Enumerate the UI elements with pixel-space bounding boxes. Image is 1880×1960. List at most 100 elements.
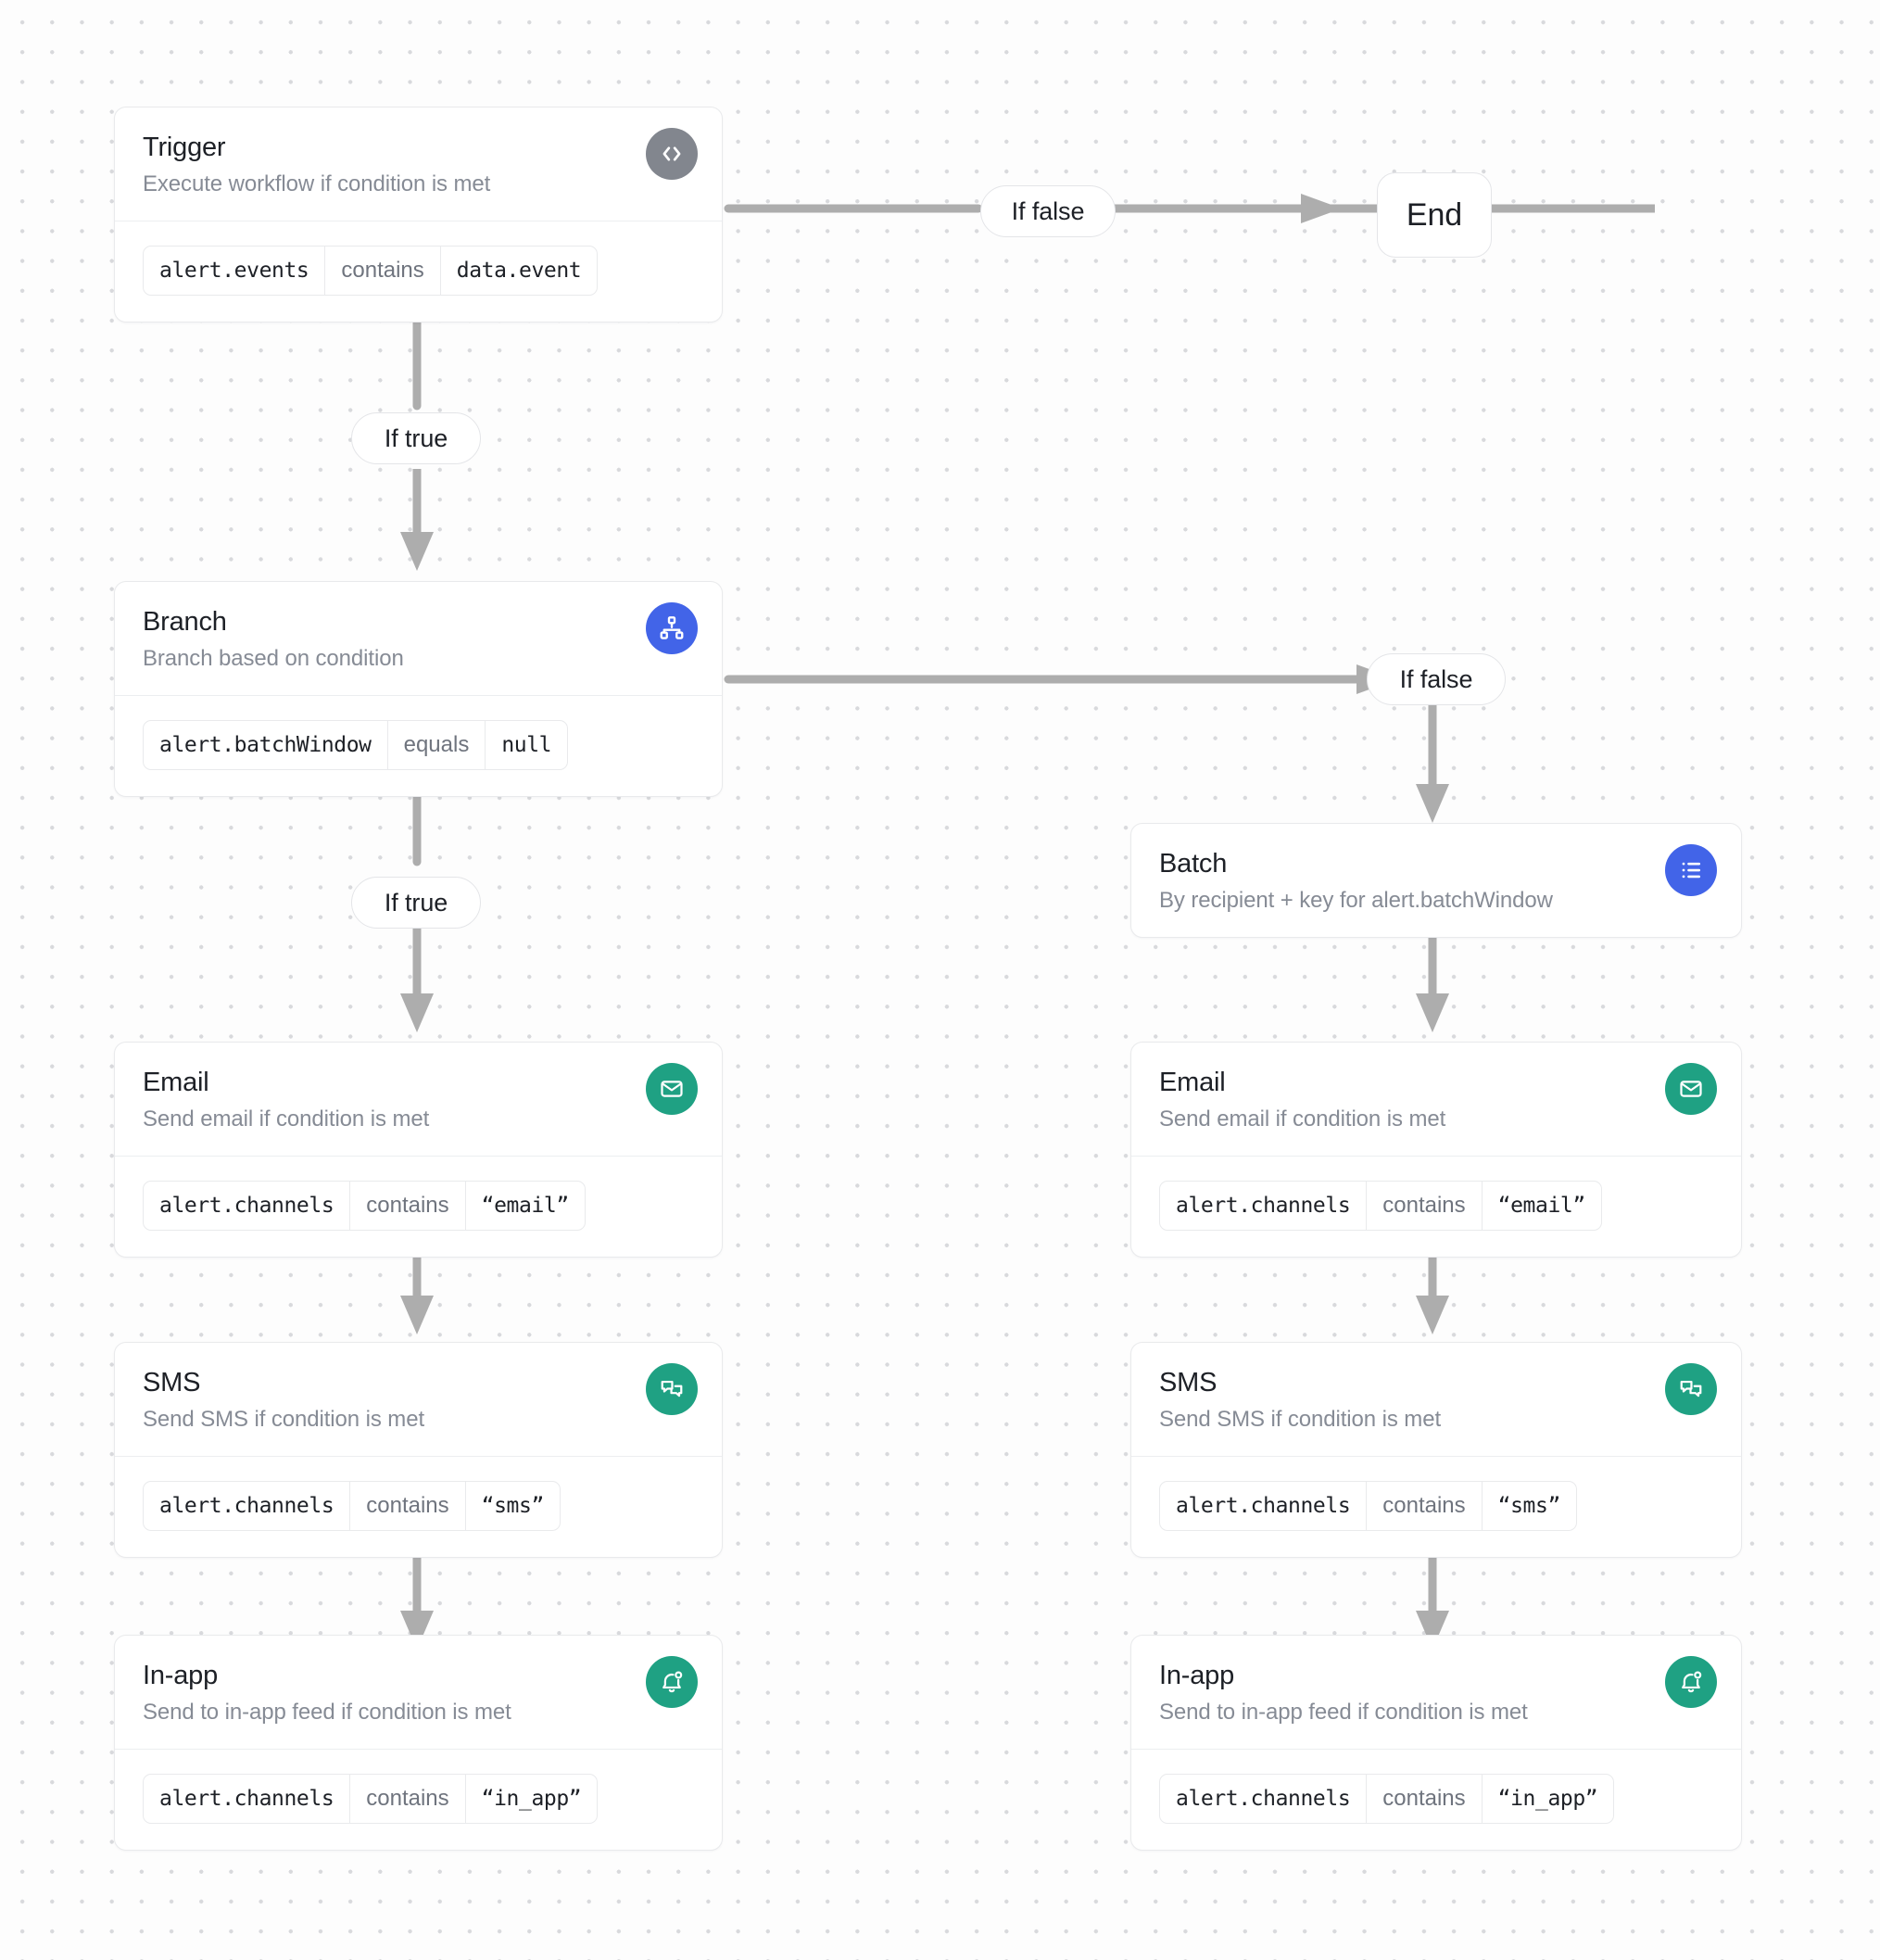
- node-inapp-left[interactable]: In-app Send to in-app feed if condition …: [114, 1635, 723, 1852]
- trigger-body: alert.events contains data.event: [115, 221, 722, 322]
- trigger-condition[interactable]: alert.events contains data.event: [143, 246, 599, 297]
- edge-label-trigger-true[interactable]: If true: [351, 412, 481, 464]
- sms-left-condition[interactable]: alert.channels contains “sms”: [143, 1481, 561, 1532]
- email-right-condition[interactable]: alert.channels contains “email”: [1159, 1181, 1602, 1232]
- condition-lhs: alert.channels: [159, 1494, 334, 1519]
- inapp-right-title: In-app: [1159, 1661, 1235, 1690]
- condition-lhs: alert.channels: [1176, 1194, 1351, 1219]
- condition-operator: contains: [1366, 1482, 1483, 1531]
- trigger-header: Trigger Execute workflow if condition is…: [115, 107, 722, 221]
- condition-operator: contains: [324, 247, 441, 296]
- node-inapp-right[interactable]: In-app Send to in-app feed if condition …: [1130, 1635, 1742, 1852]
- branch-divider: [115, 695, 722, 697]
- sms-left-subtitle: Send SMS if condition is met: [143, 1407, 425, 1433]
- condition-lhs: alert.batchWindow: [159, 733, 372, 758]
- envelope-icon: [1665, 1063, 1717, 1115]
- code-icon: [646, 128, 698, 180]
- bell-dot-icon: [646, 1656, 698, 1708]
- node-email-left[interactable]: Email Send email if condition is met ale…: [114, 1042, 723, 1258]
- email-right-title: Email: [1159, 1068, 1226, 1097]
- condition-operator: equals: [386, 721, 486, 770]
- inapp-right-body: alert.channels contains “in_app”: [1131, 1750, 1741, 1850]
- envelope-icon: [646, 1063, 698, 1115]
- condition-rhs: “in_app”: [1497, 1787, 1598, 1812]
- sms-left-header: SMS Send SMS if condition is met: [115, 1343, 722, 1456]
- condition-lhs: alert.channels: [159, 1194, 334, 1219]
- connector-false-to-end: [1108, 190, 1368, 227]
- sms-right-subtitle: Send SMS if condition is met: [1159, 1407, 1442, 1433]
- sitemap-icon: [646, 602, 698, 654]
- inapp-left-header: In-app Send to in-app feed if condition …: [115, 1636, 722, 1749]
- inapp-left-title: In-app: [143, 1661, 219, 1690]
- email-right-subtitle: Send email if condition is met: [1159, 1106, 1446, 1132]
- chat-bubbles-icon: [1665, 1363, 1717, 1415]
- node-branch[interactable]: Branch Branch based on condition alert.b…: [114, 581, 723, 798]
- sms-right-condition[interactable]: alert.channels contains “sms”: [1159, 1481, 1577, 1532]
- edge-label-trigger-false[interactable]: If false: [980, 185, 1116, 237]
- connector-sms-to-inapp-right: [1409, 1557, 1465, 1659]
- email-left-condition[interactable]: alert.channels contains “email”: [143, 1181, 586, 1232]
- node-batch[interactable]: Batch By recipient + key for alert.batch…: [1130, 823, 1742, 939]
- condition-lhs: alert.events: [159, 259, 309, 284]
- connector-false-to-batch: [1409, 704, 1465, 830]
- inapp-right-condition[interactable]: alert.channels contains “in_app”: [1159, 1774, 1615, 1825]
- branch-title: Branch: [143, 607, 227, 637]
- condition-rhs: data.event: [456, 259, 582, 284]
- branch-subtitle: Branch based on condition: [143, 646, 404, 672]
- chat-bubbles-icon: [646, 1363, 698, 1415]
- sms-right-header: SMS Send SMS if condition is met: [1131, 1343, 1741, 1456]
- email-left-divider: [115, 1156, 722, 1157]
- connector-branch-false: [724, 661, 1414, 698]
- email-left-header: Email Send email if condition is met: [115, 1043, 722, 1156]
- condition-lhs: alert.channels: [159, 1787, 334, 1812]
- node-sms-left[interactable]: SMS Send SMS if condition is met alert.c…: [114, 1342, 723, 1559]
- connector-trigger-true-top: [398, 305, 435, 413]
- condition-operator: contains: [1366, 1182, 1483, 1231]
- edge-label-branch-false[interactable]: If false: [1367, 653, 1506, 705]
- node-email-right[interactable]: Email Send email if condition is met ale…: [1130, 1042, 1742, 1258]
- sms-right-title: SMS: [1159, 1368, 1218, 1397]
- inapp-right-header: In-app Send to in-app feed if condition …: [1131, 1636, 1741, 1749]
- list-icon: [1665, 844, 1717, 896]
- node-end[interactable]: End: [1377, 172, 1492, 258]
- edge-label-branch-true[interactable]: If true: [351, 877, 481, 929]
- email-right-divider: [1131, 1156, 1741, 1157]
- inapp-right-divider: [1131, 1749, 1741, 1751]
- sms-left-title: SMS: [143, 1368, 201, 1397]
- email-left-body: alert.channels contains “email”: [115, 1157, 722, 1257]
- connector-sms-to-inapp-left: [398, 1557, 454, 1659]
- connector-true-to-email-left: [398, 929, 454, 1042]
- email-right-header: Email Send email if condition is met: [1131, 1043, 1741, 1156]
- condition-rhs: “sms”: [1497, 1494, 1561, 1519]
- branch-condition[interactable]: alert.batchWindow equals null: [143, 720, 569, 771]
- inapp-left-divider: [115, 1749, 722, 1751]
- node-sms-right[interactable]: SMS Send SMS if condition is met alert.c…: [1130, 1342, 1742, 1559]
- batch-title: Batch: [1159, 849, 1228, 879]
- sms-left-divider: [115, 1456, 722, 1458]
- condition-rhs: “sms”: [481, 1494, 545, 1519]
- condition-rhs: “email”: [1497, 1194, 1586, 1219]
- condition-rhs: null: [501, 733, 552, 758]
- trigger-title: Trigger: [143, 133, 226, 162]
- inapp-left-subtitle: Send to in-app feed if condition is met: [143, 1700, 511, 1726]
- inapp-right-subtitle: Send to in-app feed if condition is met: [1159, 1700, 1528, 1726]
- branch-header: Branch Branch based on condition: [115, 582, 722, 695]
- condition-rhs: “in_app”: [481, 1787, 582, 1812]
- trigger-subtitle: Execute workflow if condition is met: [143, 171, 491, 197]
- sms-right-divider: [1131, 1456, 1741, 1458]
- condition-operator: contains: [1366, 1775, 1483, 1824]
- connector-true-to-branch: [398, 469, 454, 580]
- condition-lhs: alert.channels: [1176, 1494, 1351, 1519]
- condition-lhs: alert.channels: [1176, 1787, 1351, 1812]
- email-left-subtitle: Send email if condition is met: [143, 1106, 430, 1132]
- condition-operator: contains: [349, 1482, 466, 1531]
- sms-left-body: alert.channels contains “sms”: [115, 1457, 722, 1557]
- inapp-left-body: alert.channels contains “in_app”: [115, 1750, 722, 1850]
- condition-operator: contains: [349, 1182, 466, 1231]
- batch-subtitle: By recipient + key for alert.batchWindow: [1159, 888, 1553, 914]
- node-trigger[interactable]: Trigger Execute workflow if condition is…: [114, 107, 723, 323]
- sms-right-body: alert.channels contains “sms”: [1131, 1457, 1741, 1557]
- condition-operator: contains: [349, 1775, 466, 1824]
- inapp-left-condition[interactable]: alert.channels contains “in_app”: [143, 1774, 599, 1825]
